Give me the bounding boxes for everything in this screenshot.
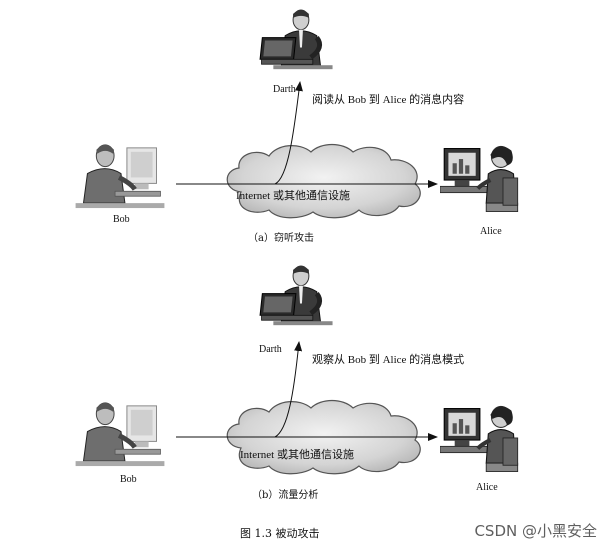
eavesdrop-arrow xyxy=(274,81,303,185)
attack-description: 阅读从 Bob 到 Alice 的消息内容 xyxy=(312,92,464,106)
watermark: CSDN @小黑安全 xyxy=(474,522,597,540)
bob-icon xyxy=(76,403,165,466)
attack-description: 观察从 Bob 到 Alice 的消息模式 xyxy=(312,352,464,366)
bob-label: Bob xyxy=(113,214,130,225)
panel-a: Darth 阅读从 Bob 到 Alice 的消息内容 Internet 或其他… xyxy=(76,10,518,244)
bob-icon xyxy=(76,145,165,208)
network-label: Internet 或其他通信设施 xyxy=(236,189,350,202)
alice-label: Alice xyxy=(480,226,502,237)
network-label: Internet 或其他通信设施 xyxy=(240,448,354,461)
darth-icon xyxy=(260,266,332,325)
subcaption-b: （b）流量分析 xyxy=(252,488,318,501)
subcaption-a: （a）窃听攻击 xyxy=(248,231,314,244)
panel-b: Darth 观察从 Bob 到 Alice 的消息模式 Internet 或其他… xyxy=(76,266,518,501)
darth-label: Darth xyxy=(273,84,296,95)
alice-icon xyxy=(440,146,518,211)
alice-label: Alice xyxy=(476,482,498,493)
figure-caption: 图 1.3 被动攻击 xyxy=(240,526,320,540)
darth-icon xyxy=(260,10,332,69)
darth-label: Darth xyxy=(259,344,282,355)
network-cloud-icon xyxy=(226,143,421,219)
traffic-analysis-arrow xyxy=(274,341,303,438)
alice-icon xyxy=(440,406,518,471)
bob-label: Bob xyxy=(120,474,137,485)
